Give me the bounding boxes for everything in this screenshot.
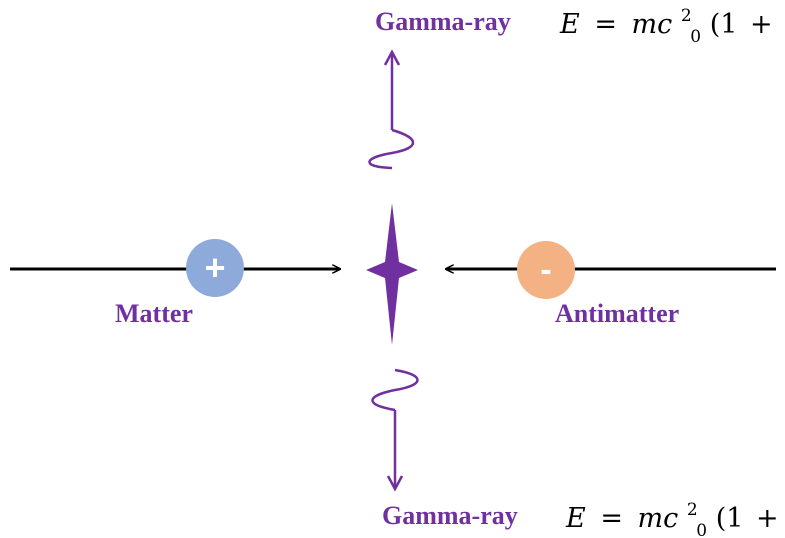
top-gamma-wave (368, 128, 414, 170)
bottom-gamma-ray-arrow (371, 368, 419, 492)
negative-particle: - (517, 241, 575, 299)
top-gamma-ray-label: Gamma-ray (375, 7, 511, 36)
bottom-gamma-arrowhead-icon (386, 475, 404, 492)
positive-particle-circle (186, 239, 244, 297)
annihilation-star-icon (366, 203, 418, 345)
top-gamma-ray-arrow (368, 49, 414, 170)
bottom-gamma-wave (371, 368, 419, 412)
positive-particle: + (186, 239, 244, 297)
top-gamma-arrowhead-icon (383, 49, 401, 66)
positive-charge-label: + (204, 247, 225, 288)
bottom-energy-equation: E = mc 2 0 (1 + z) 2 (565, 491, 785, 538)
negative-charge-label: - (540, 251, 551, 289)
negative-particle-circle (517, 241, 575, 299)
antimatter-label: Antimatter (555, 299, 679, 328)
matter-label: Matter (115, 299, 193, 328)
bottom-gamma-ray-label: Gamma-ray (382, 501, 518, 530)
top-energy-equation: E = mc 2 0 (1 + z) 2 (559, 0, 785, 49)
